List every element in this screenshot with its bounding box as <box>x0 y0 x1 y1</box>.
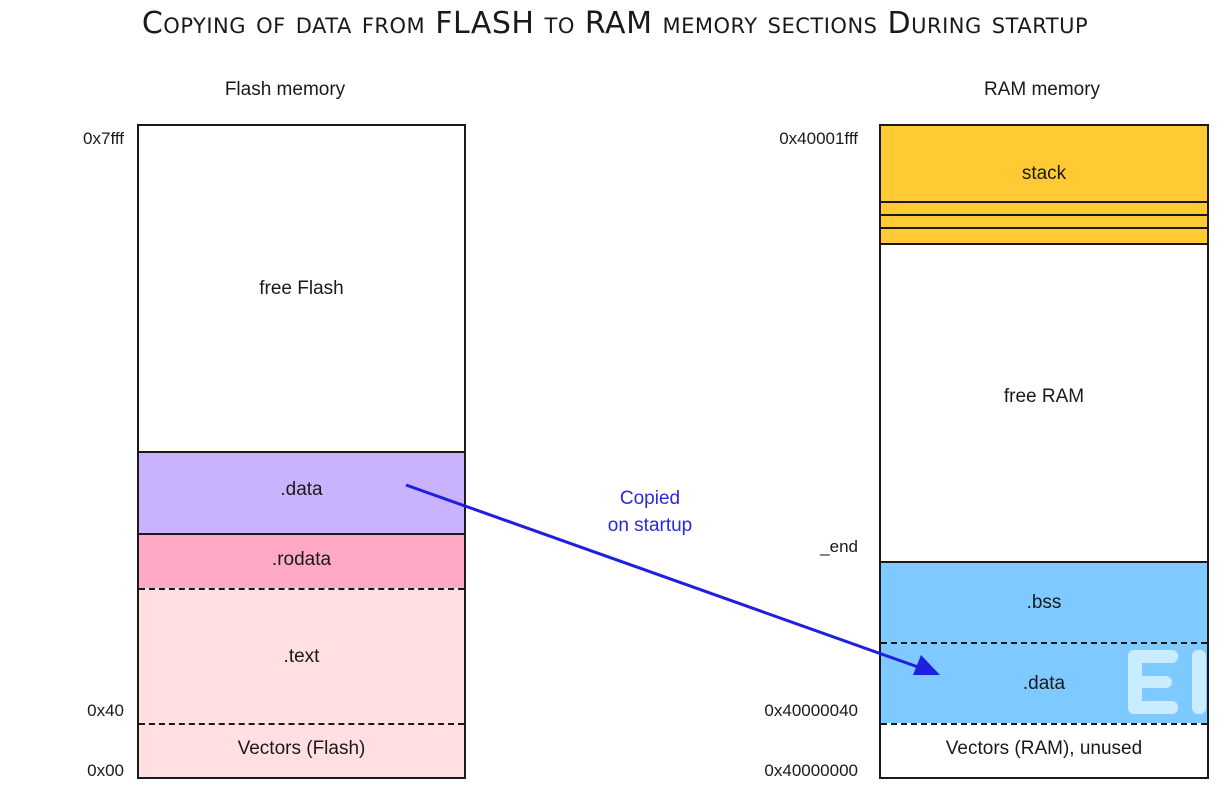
flash-heading: Flash memory <box>224 79 346 100</box>
ram-heading: RAM memory <box>983 79 1101 100</box>
watermark-logo <box>1128 650 1206 714</box>
ram-section-free-label: free RAM <box>1003 386 1085 407</box>
flash-section-free-label: free Flash <box>259 277 344 299</box>
ram-section-bss: .bss <box>881 561 1207 642</box>
stack-divider-line <box>881 227 1207 229</box>
flash-memory-map: free Flash .data .rodata .text Vectors (… <box>137 124 466 779</box>
flash-section-text: .text <box>139 588 464 723</box>
copy-label-line2: on startup <box>607 515 693 536</box>
ram-section-vectors-label: Vectors (RAM), unused <box>945 738 1143 759</box>
ram-address-vectors-top: 0x40000040 <box>764 701 858 720</box>
flash-section-rodata: .rodata <box>139 533 464 588</box>
flash-address-top: 0x7fff <box>83 129 124 148</box>
ram-section-data-label: .data <box>1022 672 1066 694</box>
copy-arrow-head <box>913 655 940 675</box>
ram-section-vectors: Vectors (RAM), unused <box>881 723 1207 777</box>
ram-section-bss-label: .bss <box>1026 591 1062 613</box>
flash-section-vectors: Vectors (Flash) <box>139 723 464 777</box>
ram-address-top: 0x40001fff <box>779 129 858 148</box>
ram-section-stack: stack <box>881 126 1207 243</box>
copy-arrow-line <box>405 483 919 669</box>
diagram-title: Copying of data from FLASH to RAM memory… <box>141 6 1089 41</box>
copy-label-line1: Copied <box>619 488 681 509</box>
flash-section-text-label: .text <box>283 645 320 667</box>
flash-section-data: .data <box>139 451 464 533</box>
copy-arrow-label: Copied on startup <box>580 485 720 539</box>
flash-address-bottom: 0x00 <box>87 761 124 780</box>
stack-divider-line <box>881 201 1207 203</box>
flash-section-rodata-label: .rodata <box>271 548 332 570</box>
flash-address-vectors-top: 0x40 <box>87 701 124 720</box>
ram-address-end: _end <box>820 537 858 556</box>
ram-address-bottom: 0x40000000 <box>764 761 858 780</box>
ram-section-free: free RAM <box>881 243 1207 561</box>
flash-section-vectors-label: Vectors (Flash) <box>237 738 366 759</box>
flash-section-data-label: .data <box>280 479 323 500</box>
stack-divider-line <box>881 214 1207 216</box>
flash-section-free: free Flash <box>139 126 464 451</box>
ram-section-stack-label: stack <box>1021 162 1067 184</box>
